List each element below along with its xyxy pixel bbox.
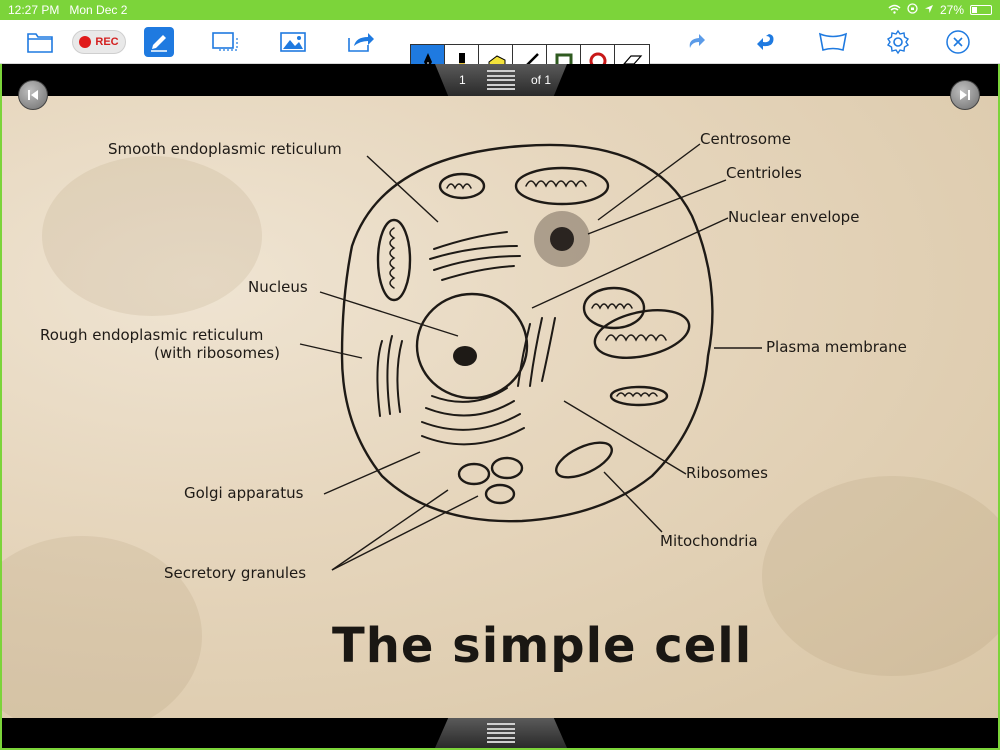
main-toolbar: REC 27405101032 bbox=[0, 20, 1000, 77]
share-arrow-icon bbox=[348, 33, 374, 52]
mitochondrion bbox=[609, 385, 669, 407]
bottom-handle-icon[interactable] bbox=[487, 723, 515, 743]
mitochondrion bbox=[514, 166, 610, 206]
label-smooth-er: Smooth endoplasmic reticulum bbox=[108, 140, 342, 158]
rough-er bbox=[376, 317, 556, 417]
secretory-granule bbox=[490, 456, 524, 480]
record-label: REC bbox=[95, 36, 119, 48]
label-rough-er: Rough endoplasmic reticulum bbox=[40, 326, 264, 344]
smooth-er bbox=[429, 231, 521, 281]
battery-percent: 27% bbox=[939, 3, 964, 17]
label-ribosomes: Ribosomes bbox=[686, 464, 768, 482]
status-date: Mon Dec 2 bbox=[69, 3, 128, 17]
label-golgi: Golgi apparatus bbox=[184, 484, 304, 502]
nucleolus bbox=[453, 346, 477, 366]
skip-back-icon bbox=[28, 90, 38, 100]
slide-canvas[interactable]: Smooth endoplasmic reticulum Centrosome … bbox=[2, 96, 998, 718]
page-list-handle-icon[interactable] bbox=[487, 70, 515, 90]
record-button[interactable]: REC bbox=[72, 30, 126, 54]
page-navigation-bar: 1 of 1 bbox=[2, 64, 998, 96]
secretory-granule bbox=[484, 483, 516, 505]
redo-button[interactable] bbox=[684, 26, 710, 58]
image-icon bbox=[280, 32, 306, 52]
status-time: 12:27 PM bbox=[8, 3, 60, 17]
golgi-apparatus bbox=[421, 387, 525, 446]
paper-stain bbox=[2, 536, 202, 718]
skip-forward-icon bbox=[960, 90, 970, 100]
label-centrioles: Centrioles bbox=[726, 164, 802, 182]
centrioles bbox=[550, 227, 574, 251]
status-bar: 12:27 PM Mon Dec 2 27% bbox=[0, 0, 1000, 20]
mitochondrion bbox=[376, 218, 412, 302]
gear-icon bbox=[887, 29, 909, 55]
pencil-icon bbox=[151, 35, 167, 52]
plasma-membrane bbox=[340, 143, 714, 523]
label-nucleus: Nucleus bbox=[248, 278, 308, 296]
previous-page-button[interactable] bbox=[18, 80, 48, 110]
location-icon bbox=[924, 3, 934, 17]
screen-icon bbox=[818, 32, 848, 52]
folder-icon bbox=[27, 33, 53, 53]
next-page-button[interactable] bbox=[950, 80, 980, 110]
mitochondrion bbox=[555, 441, 613, 479]
cell-diagram bbox=[299, 143, 762, 571]
label-centrosome: Centrosome bbox=[700, 130, 791, 148]
label-rough-er-sub: (with ribosomes) bbox=[154, 344, 280, 362]
redo-icon bbox=[689, 34, 705, 48]
page-indicator-tab[interactable]: 1 of 1 bbox=[435, 64, 567, 96]
mitochondrion bbox=[582, 286, 646, 330]
paper-stain bbox=[42, 156, 262, 316]
insert-image-button[interactable] bbox=[278, 26, 308, 58]
background-button[interactable] bbox=[210, 26, 240, 58]
current-page: 1 bbox=[459, 73, 466, 87]
secretory-granule bbox=[457, 462, 491, 486]
mitochondrion bbox=[593, 309, 691, 359]
settings-button[interactable] bbox=[884, 26, 912, 58]
wifi-icon bbox=[888, 3, 901, 17]
record-dot-icon bbox=[79, 36, 92, 48]
label-plasma-membrane: Plasma membrane bbox=[766, 338, 907, 356]
undo-button[interactable] bbox=[752, 26, 778, 58]
slide-title: The simple cell bbox=[332, 618, 753, 674]
undo-icon bbox=[757, 34, 774, 50]
folder-button[interactable] bbox=[26, 26, 54, 58]
bottom-bar bbox=[2, 718, 998, 748]
page-total: of 1 bbox=[531, 73, 552, 87]
close-icon bbox=[946, 30, 970, 54]
battery-icon bbox=[970, 5, 992, 15]
label-nuclear-envelope: Nuclear envelope bbox=[728, 208, 860, 226]
background-pattern-icon bbox=[212, 32, 238, 51]
close-button[interactable] bbox=[944, 26, 972, 58]
lock-rotation-icon bbox=[907, 3, 918, 17]
presentation-button[interactable] bbox=[816, 26, 850, 58]
mitochondrion bbox=[438, 172, 486, 200]
share-button[interactable] bbox=[345, 26, 377, 58]
pen-mode-button[interactable] bbox=[144, 27, 174, 57]
nucleus bbox=[415, 292, 529, 400]
label-mitochondria: Mitochondria bbox=[660, 532, 758, 550]
paper-stain bbox=[762, 476, 998, 676]
bottom-handle-tab[interactable] bbox=[435, 718, 567, 748]
label-secretory: Secretory granules bbox=[164, 564, 307, 582]
